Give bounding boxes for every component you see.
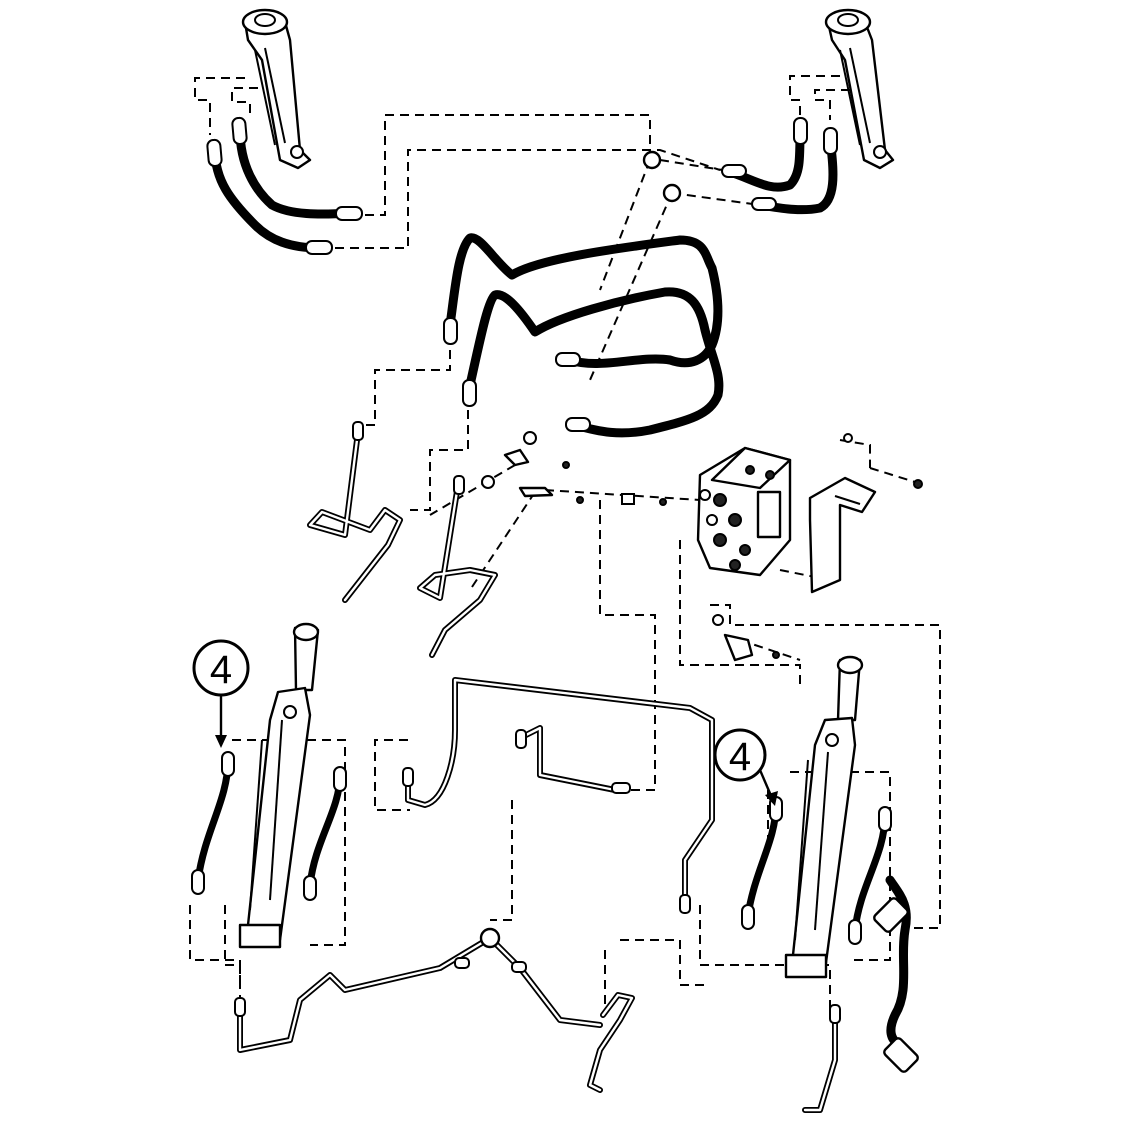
lower-right-cylinder xyxy=(784,655,864,979)
top-left-hoses xyxy=(206,116,363,255)
callout-label: 4 xyxy=(210,648,232,692)
left-middle-tubes xyxy=(307,421,498,658)
callout-4-right: 4 xyxy=(713,728,778,806)
lower-right-hoses xyxy=(741,796,892,945)
center-hose-loops xyxy=(443,233,724,438)
right-curved-hose xyxy=(873,875,919,1073)
mounting-bracket xyxy=(808,433,923,594)
routing-dashed-lines xyxy=(189,75,941,1010)
lower-left-hoses xyxy=(191,751,347,901)
top-left-cylinder xyxy=(241,8,312,170)
callout-4-left: 4 xyxy=(192,639,250,748)
top-right-cylinder xyxy=(824,8,895,170)
valve-fittings xyxy=(481,431,780,662)
control-valve-block xyxy=(696,446,792,577)
top-right-hoses xyxy=(642,117,838,215)
lower-tubes xyxy=(234,677,841,1113)
callout-label: 4 xyxy=(729,735,751,779)
lower-left-cylinder xyxy=(238,622,320,949)
